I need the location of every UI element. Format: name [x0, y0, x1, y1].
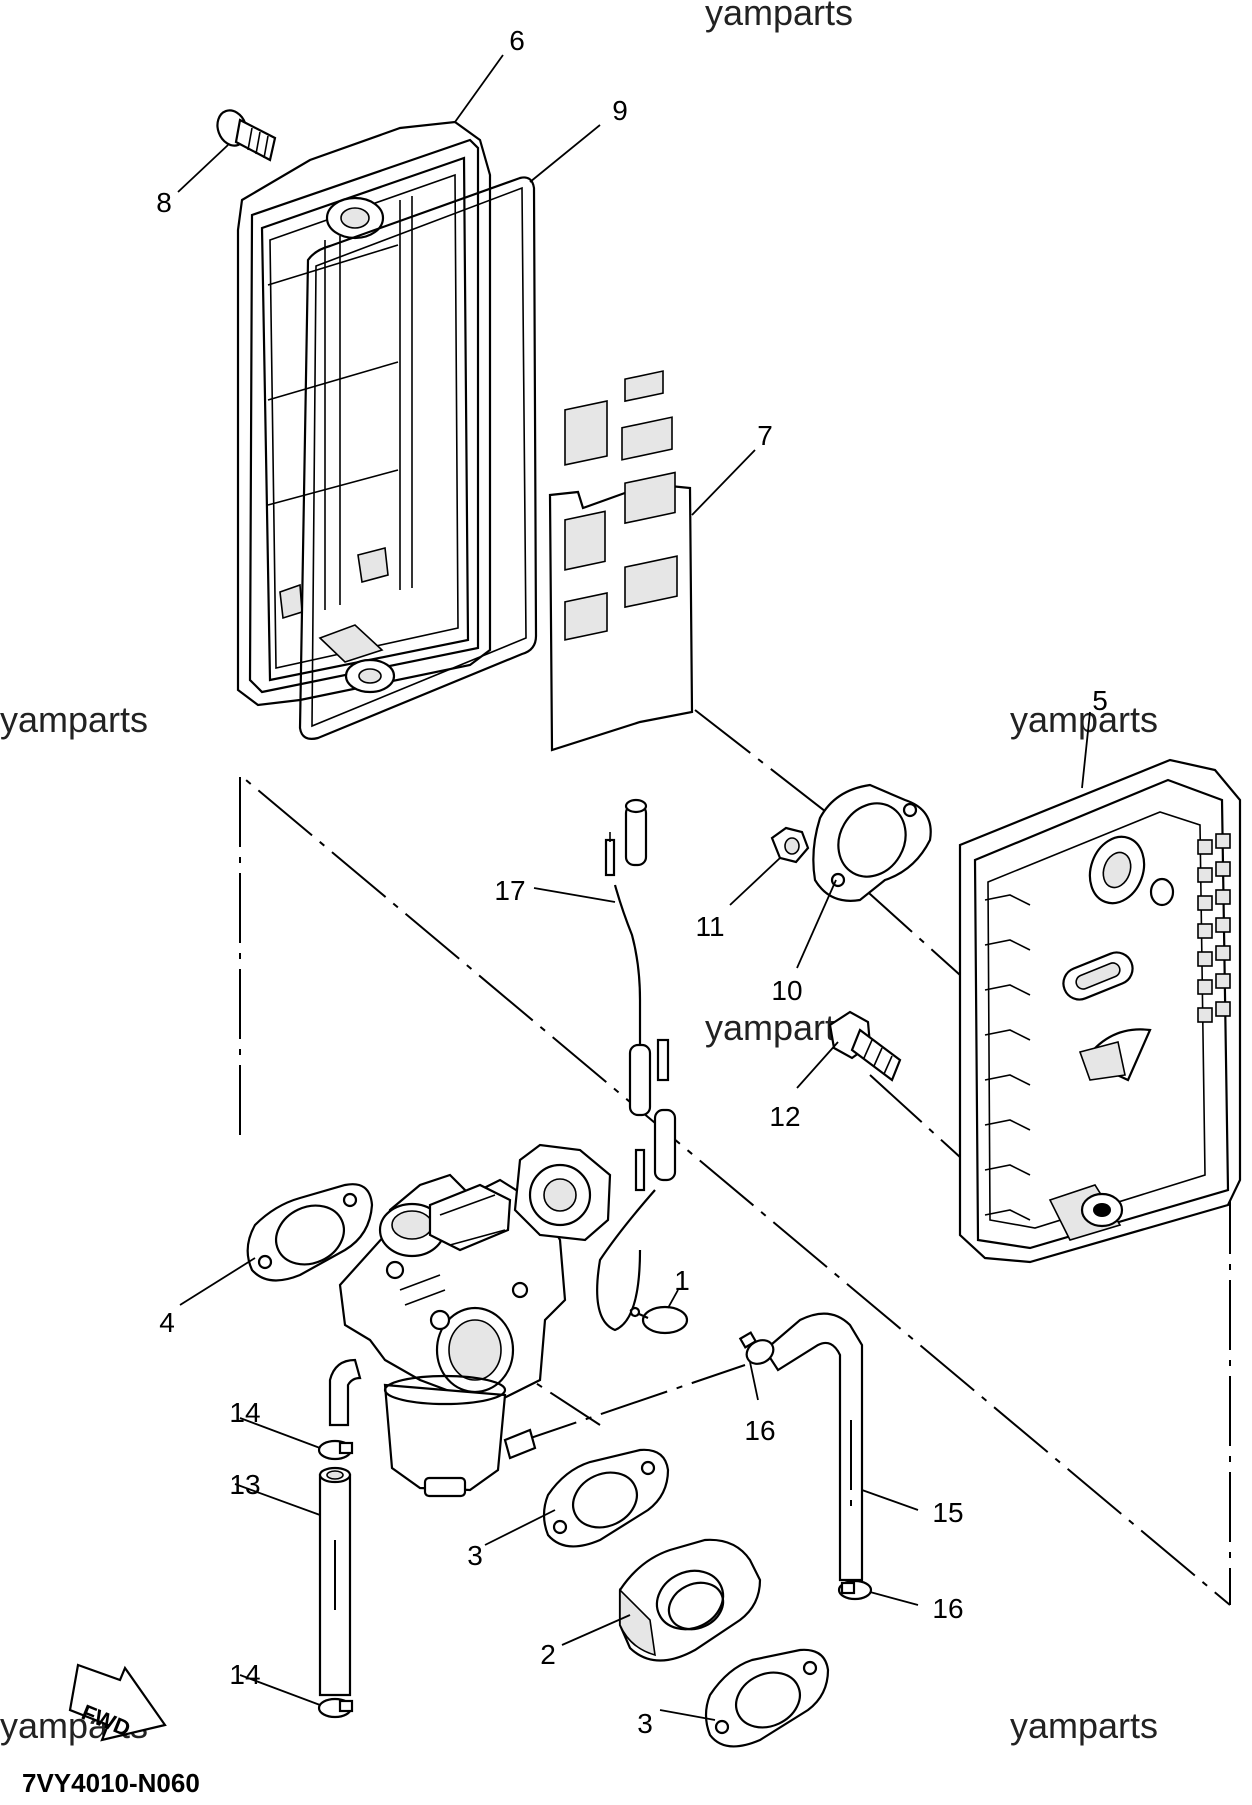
watermark-right: yamparts	[1010, 699, 1158, 740]
clamp-14-lower	[317, 1697, 354, 1719]
gasket-3-upper	[542, 1448, 670, 1548]
callout-6: 6	[509, 25, 525, 56]
callout-4: 4	[159, 1307, 175, 1338]
callout-1: 1	[674, 1265, 690, 1296]
air-cover-6	[236, 120, 492, 707]
callout-17: 17	[494, 875, 525, 906]
element-gasket-7	[548, 370, 694, 752]
callout-8: 8	[156, 187, 172, 218]
callout-labels: 6 9 8 7 5 17 11 10 12 1 4 14 13 14 16 15…	[156, 25, 1108, 1739]
silencer-fins	[984, 894, 1031, 1221]
watermark-top: yamparts	[705, 0, 853, 33]
callout-2: 2	[540, 1639, 556, 1670]
callout-11: 11	[695, 911, 724, 942]
gasket-3-lower	[704, 1648, 830, 1748]
callout-14-lower: 14	[229, 1659, 260, 1690]
seal-9	[298, 176, 538, 740]
wire-lead-17	[596, 798, 677, 1332]
diagram-code: 7VY4010-N060	[22, 1768, 200, 1798]
spacer-2	[618, 1538, 762, 1662]
fwd-arrow-icon: FWD	[68, 1663, 167, 1742]
bolt-12	[828, 1010, 902, 1082]
watermark-bottom-right: yamparts	[1010, 1705, 1158, 1746]
callout-15: 15	[932, 1497, 963, 1528]
hose-13	[318, 1466, 352, 1697]
callout-14-upper: 14	[229, 1397, 260, 1428]
callout-5: 5	[1092, 685, 1108, 716]
gasket-4	[246, 1183, 374, 1282]
callout-16-lower: 16	[932, 1593, 963, 1624]
callout-9: 9	[612, 95, 628, 126]
clamp-16-lower	[837, 1579, 873, 1601]
clamp-14-upper	[317, 1439, 354, 1461]
callout-16-upper: 16	[744, 1415, 775, 1446]
watermark-left: yamparts	[0, 699, 148, 740]
callout-7: 7	[757, 420, 773, 451]
silencer-grille	[1197, 833, 1231, 1023]
fuel-hose-15	[763, 1312, 864, 1582]
screw-8	[216, 109, 277, 162]
gasket-10	[812, 783, 932, 902]
callout-13: 13	[229, 1469, 260, 1500]
callout-3-upper: 3	[467, 1540, 483, 1571]
intake-silencer-5	[958, 758, 1242, 1264]
watermark-center: yamparts	[705, 1007, 853, 1048]
callout-10: 10	[771, 975, 802, 1006]
clamp-16-upper	[738, 1331, 775, 1365]
nut-11	[770, 826, 810, 864]
carburetor	[328, 1143, 612, 1498]
callout-3-lower: 3	[637, 1708, 653, 1739]
clip-1	[629, 1305, 689, 1335]
callout-12: 12	[769, 1101, 800, 1132]
leader-lines	[177, 54, 1091, 1721]
